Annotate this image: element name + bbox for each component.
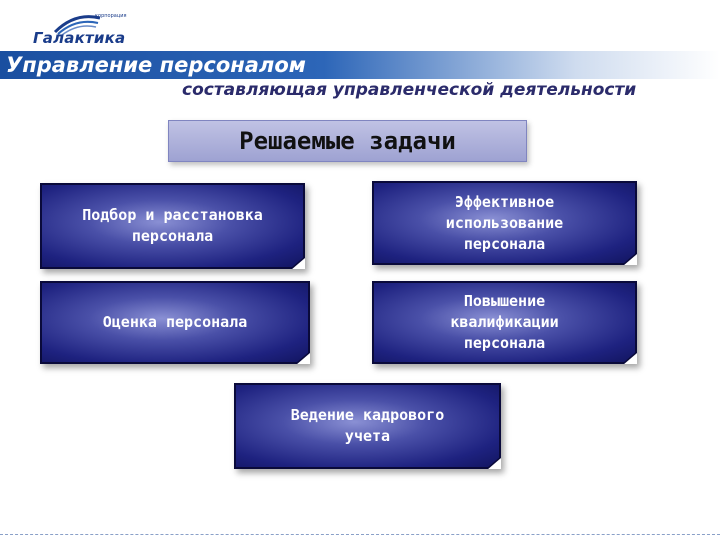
page-curl-icon bbox=[291, 257, 305, 269]
task-box-selection: Подбор и расстановка персонала bbox=[40, 183, 305, 269]
task-box-evaluation: Оценка персонала bbox=[40, 281, 310, 364]
tasks-heading-label: Решаемые задачи bbox=[239, 127, 456, 155]
page-title: Управление персоналом bbox=[6, 53, 306, 77]
logo-arc-icon bbox=[53, 15, 101, 36]
logo-subtitle: корпорация bbox=[95, 13, 127, 19]
task-box-records: Ведение кадрового учета bbox=[234, 383, 501, 469]
task-box-qualification: Повышение квалификации персонала bbox=[372, 281, 637, 364]
footer-divider bbox=[0, 534, 720, 535]
page-curl-icon bbox=[623, 352, 637, 364]
task-label: Повышение квалификации персонала bbox=[450, 292, 559, 352]
task-label: Эффективное использование персонала bbox=[445, 192, 564, 253]
page-subtitle: составляющая управленческой деятельности bbox=[182, 80, 637, 100]
title-bar bbox=[0, 51, 720, 79]
page-curl-icon bbox=[487, 457, 501, 469]
page-curl-icon bbox=[623, 253, 637, 265]
task-label: Ведение кадрового учета bbox=[290, 406, 445, 445]
logo-text: Галактика bbox=[33, 29, 126, 47]
task-label: Подбор и расстановка персонала bbox=[82, 206, 263, 245]
page-curl-icon bbox=[296, 352, 310, 364]
tasks-heading: Решаемые задачи bbox=[168, 120, 527, 162]
task-label: Оценка персонала bbox=[102, 313, 248, 331]
galaktika-logo bbox=[30, 10, 140, 50]
task-box-effective-use: Эффективное использование персонала bbox=[372, 181, 637, 265]
